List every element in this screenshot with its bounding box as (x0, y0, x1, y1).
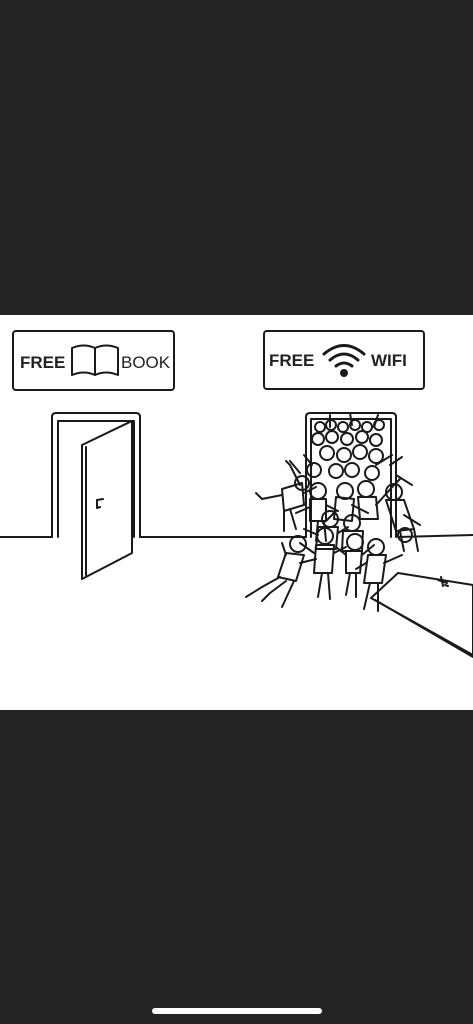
left-doorway (51, 412, 141, 580)
left-sign-book-text: BOOK (121, 353, 171, 372)
left-sign-frame (12, 330, 175, 391)
right-sign-frame (263, 330, 425, 390)
right-sign-wifi-text: WIFI (371, 351, 407, 370)
wifi-icon (322, 344, 366, 377)
cartoon-drawing (0, 330, 473, 658)
left-sign-free-text: FREE (20, 353, 66, 372)
open-door (81, 420, 133, 580)
crowd (245, 412, 421, 612)
floor-line (0, 534, 473, 538)
cartoon-image: FREE BOOK FREE WIFI (0, 315, 473, 710)
fallen-door (370, 572, 473, 658)
right-sign-free-text: FREE (269, 351, 315, 370)
home-indicator[interactable] (152, 1008, 322, 1014)
book-icon (71, 344, 119, 376)
